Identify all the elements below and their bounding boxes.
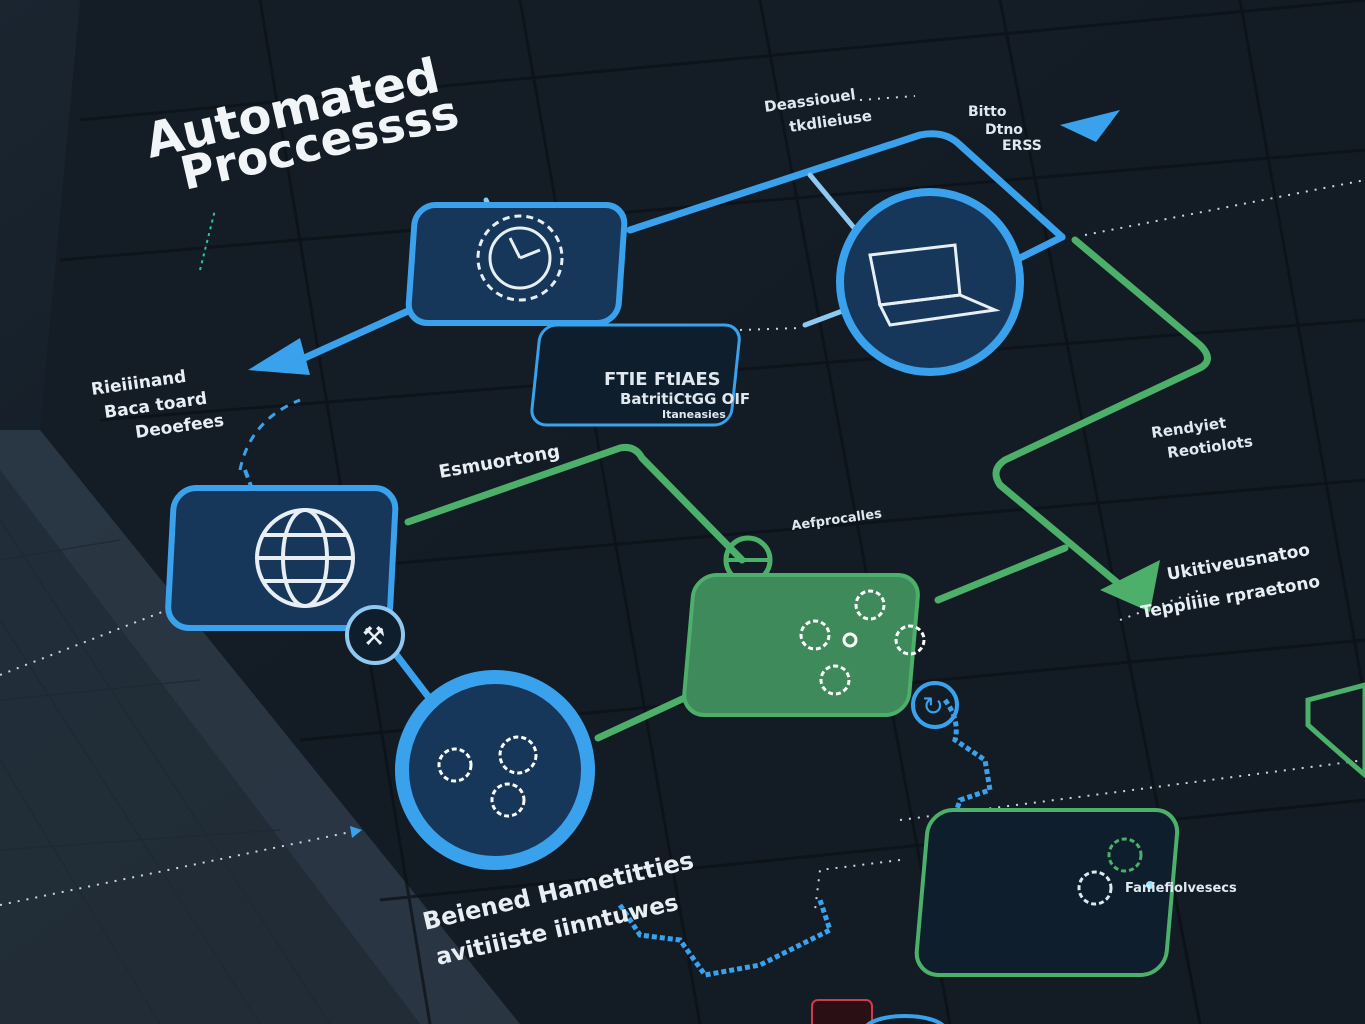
- dashed-arrow: [238, 398, 301, 471]
- info-box-line3: Itaneasies: [662, 408, 726, 421]
- refresh-node[interactable]: ↻: [911, 681, 959, 729]
- svg-text:ERSS: ERSS: [1002, 138, 1042, 154]
- arrow-left: [248, 338, 310, 375]
- small-gears-icon: [1077, 837, 1143, 906]
- bottom-cutoff-node: [811, 999, 945, 1024]
- node-bottom-right[interactable]: Faniefiolvesecs: [914, 808, 1237, 977]
- svg-text:Dtno: Dtno: [985, 122, 1023, 138]
- svg-text:Bitto: Bitto: [968, 104, 1007, 120]
- clock-gear-icon: [476, 214, 564, 302]
- squiggle-connector-bottom: [617, 899, 834, 978]
- arrow-green-down: [1100, 560, 1160, 612]
- info-box-line2: BatritiCtGG OIF: [620, 390, 750, 408]
- info-box: FTIE FtIAES BatritiCtGG OIF Itaneasies: [530, 323, 750, 427]
- bottom-right-label: Faniefiolvesecs: [1125, 881, 1237, 896]
- small-tool-node[interactable]: ⚒: [345, 605, 405, 665]
- dotted-guides: [0, 95, 1365, 911]
- node-gears-blue[interactable]: [395, 670, 595, 870]
- node-laptop[interactable]: [836, 188, 1024, 376]
- wrench-icon: ⚒: [362, 622, 385, 652]
- gears-cluster-icon: [799, 589, 926, 696]
- label-top-right: Bitto Dtno ERSS: [968, 104, 1042, 154]
- gears-icon: [437, 735, 538, 818]
- refresh-icon: ↻: [922, 692, 944, 722]
- node-globe[interactable]: [165, 485, 399, 631]
- arrow-top-right: [1060, 110, 1120, 142]
- node-clock[interactable]: [405, 202, 628, 326]
- squiggle-connector: [942, 698, 993, 831]
- info-box-line1: FTIE FtIAES: [604, 369, 721, 390]
- laptop-icon: [868, 243, 1001, 327]
- globe-icon: [255, 508, 355, 608]
- node-gears-green[interactable]: [682, 573, 926, 717]
- green-connectors: [404, 236, 1211, 742]
